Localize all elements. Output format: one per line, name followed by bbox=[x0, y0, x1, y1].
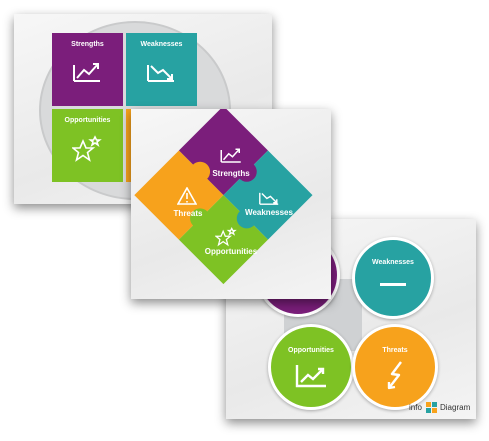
opportunities-label: Opportunities bbox=[64, 117, 111, 124]
warning-triangle-icon bbox=[177, 187, 197, 205]
lightning-icon bbox=[387, 361, 402, 390]
weaknesses-circle: Weaknesses bbox=[352, 237, 434, 319]
trend-down-chart-icon bbox=[147, 65, 174, 82]
minus-icon bbox=[380, 283, 406, 286]
brand-logo: info Diagram bbox=[409, 401, 473, 415]
weaknesses-tile: Weaknesses bbox=[126, 33, 197, 106]
rising-line-chart-icon bbox=[295, 365, 326, 388]
strengths-label: Strengths bbox=[71, 41, 104, 48]
trend-up-chart-icon bbox=[73, 63, 100, 82]
weaknesses-label: Weaknesses bbox=[140, 41, 183, 48]
brand-suffix: Diagram bbox=[440, 403, 471, 412]
stars-icon bbox=[72, 135, 102, 162]
threats-label: Threats bbox=[173, 209, 203, 218]
strengths-tile: Strengths bbox=[52, 33, 123, 106]
trend-up-chart-icon bbox=[220, 148, 241, 163]
diamond bbox=[134, 109, 313, 285]
opportunities-label: Opportunities bbox=[204, 247, 258, 256]
opportunities-circle: Opportunities bbox=[268, 324, 354, 410]
brand-mark-icon bbox=[426, 402, 438, 414]
brand-prefix: info bbox=[409, 403, 422, 412]
strengths-label: Strengths bbox=[212, 169, 250, 178]
stars-icon bbox=[215, 227, 237, 247]
opportunities-tile: Opportunities bbox=[52, 109, 123, 182]
weaknesses-label: Weaknesses bbox=[372, 259, 414, 266]
threats-label: Threats bbox=[382, 347, 408, 354]
slide-diamond-puzzle: Strengths Weaknesses Threats Opportuniti… bbox=[131, 109, 331, 299]
threats-circle: Threats bbox=[352, 324, 438, 410]
opportunities-label: Opportunities bbox=[288, 347, 334, 354]
weaknesses-label: Weaknesses bbox=[245, 208, 293, 217]
trend-down-chart-icon bbox=[259, 192, 279, 205]
